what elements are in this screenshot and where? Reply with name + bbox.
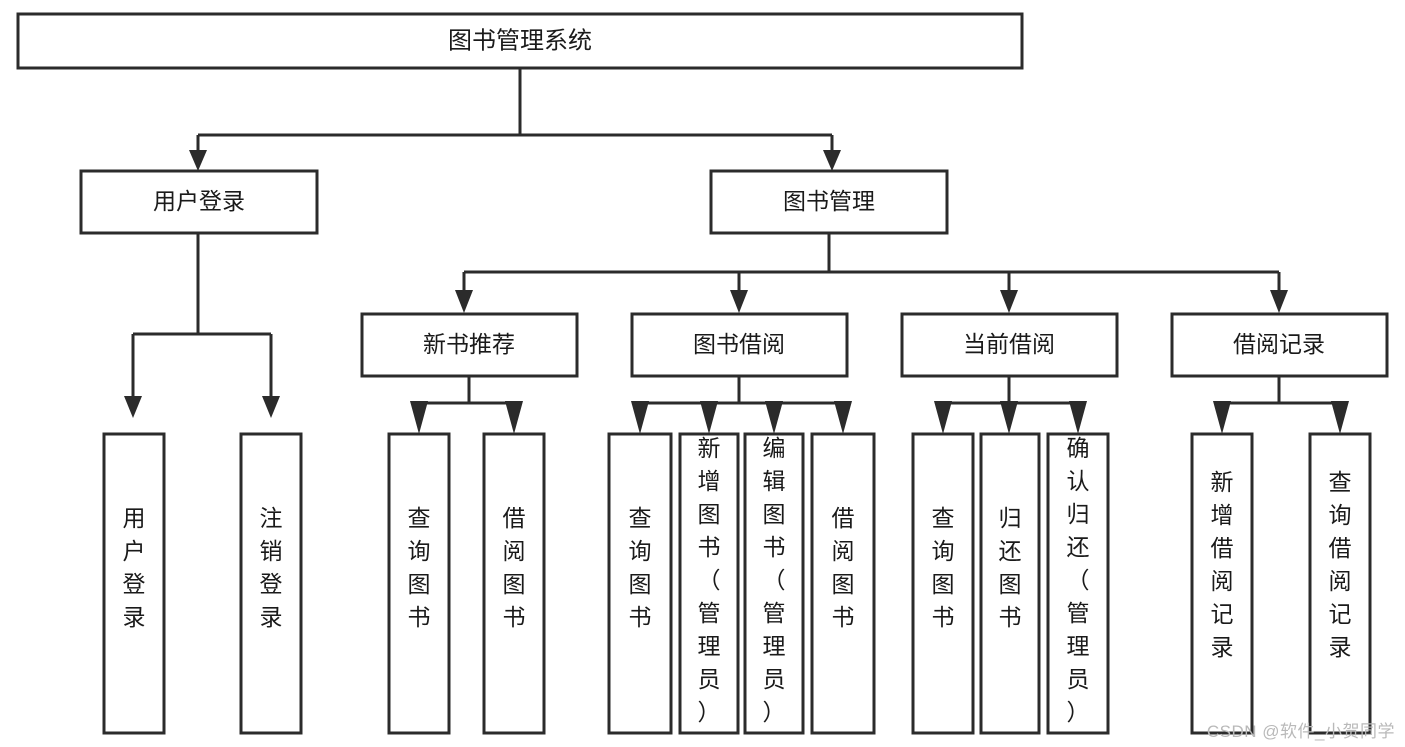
leaf-current-2-label: 归还图书 (999, 505, 1022, 630)
node-borrow-records-label: 借阅记录 (1233, 331, 1325, 357)
leaf-user-login-1-label: 用户登录 (123, 505, 146, 630)
connector-bookmgmt-to-level3 (455, 233, 1288, 313)
connector-root-to-level2 (189, 68, 841, 171)
leaf-borrow-4[interactable]: 借阅图书 (810, 432, 876, 735)
node-root[interactable]: 图书管理系统 (16, 12, 1024, 70)
leaf-records-1-label: 新增借阅记录 (1211, 469, 1234, 660)
leaf-records-2[interactable]: 查询借阅记录 (1308, 432, 1372, 735)
node-current-borrow[interactable]: 当前借阅 (900, 312, 1119, 378)
connector-userlogin-to-leaves (124, 233, 280, 418)
node-root-label: 图书管理系统 (448, 27, 592, 54)
leaf-user-login-2[interactable]: 注销登录 (239, 432, 303, 735)
leaf-borrow-1[interactable]: 查询图书 (607, 432, 673, 735)
connector-borrow-to-leaves (631, 376, 852, 434)
leaf-new-book-1[interactable]: 查询图书 (387, 432, 451, 735)
leaf-borrow-2[interactable]: 新增图书（管理员） (678, 432, 740, 735)
leaf-current-2[interactable]: 归还图书 (979, 432, 1041, 735)
leaf-borrow-3-label: 编辑图书（管理员） (763, 435, 786, 725)
csdn-watermark: CSDN @软件_小贺同学 (1206, 722, 1395, 741)
leaf-user-login-1[interactable]: 用户登录 (102, 432, 166, 735)
node-book-borrow[interactable]: 图书借阅 (630, 312, 849, 378)
node-borrow-records[interactable]: 借阅记录 (1170, 312, 1389, 378)
leaf-current-3[interactable]: 确认归还（管理员） (1046, 432, 1110, 735)
leaf-current-3-label: 确认归还（管理员） (1067, 435, 1090, 725)
leaf-new-book-2[interactable]: 借阅图书 (482, 432, 546, 735)
leaf-user-login-2-label: 注销登录 (260, 505, 283, 630)
connector-newbook-to-leaves (410, 376, 523, 434)
node-current-borrow-label: 当前借阅 (963, 331, 1055, 357)
node-book-management-label: 图书管理 (783, 188, 875, 214)
leaf-records-1[interactable]: 新增借阅记录 (1190, 432, 1254, 735)
connector-current-to-leaves (934, 376, 1087, 434)
node-new-book-recommend-label: 新书推荐 (423, 331, 515, 357)
node-book-management[interactable]: 图书管理 (709, 169, 949, 235)
node-user-login[interactable]: 用户登录 (79, 169, 319, 235)
leaf-new-book-2-label: 借阅图书 (503, 505, 526, 630)
leaf-borrow-4-label: 借阅图书 (832, 505, 855, 630)
leaf-current-1-label: 查询图书 (932, 505, 955, 630)
node-book-borrow-label: 图书借阅 (693, 331, 785, 357)
node-new-book-recommend[interactable]: 新书推荐 (360, 312, 579, 378)
leaf-borrow-1-label: 查询图书 (629, 505, 652, 630)
node-user-login-label: 用户登录 (153, 188, 245, 214)
leaf-new-book-1-label: 查询图书 (408, 505, 431, 630)
leaf-records-2-label: 查询借阅记录 (1329, 469, 1352, 660)
leaf-borrow-2-label: 新增图书（管理员） (698, 435, 721, 725)
leaf-borrow-3[interactable]: 编辑图书（管理员） (743, 432, 805, 735)
connector-records-to-leaves (1213, 376, 1349, 434)
leaf-current-1[interactable]: 查询图书 (911, 432, 975, 735)
